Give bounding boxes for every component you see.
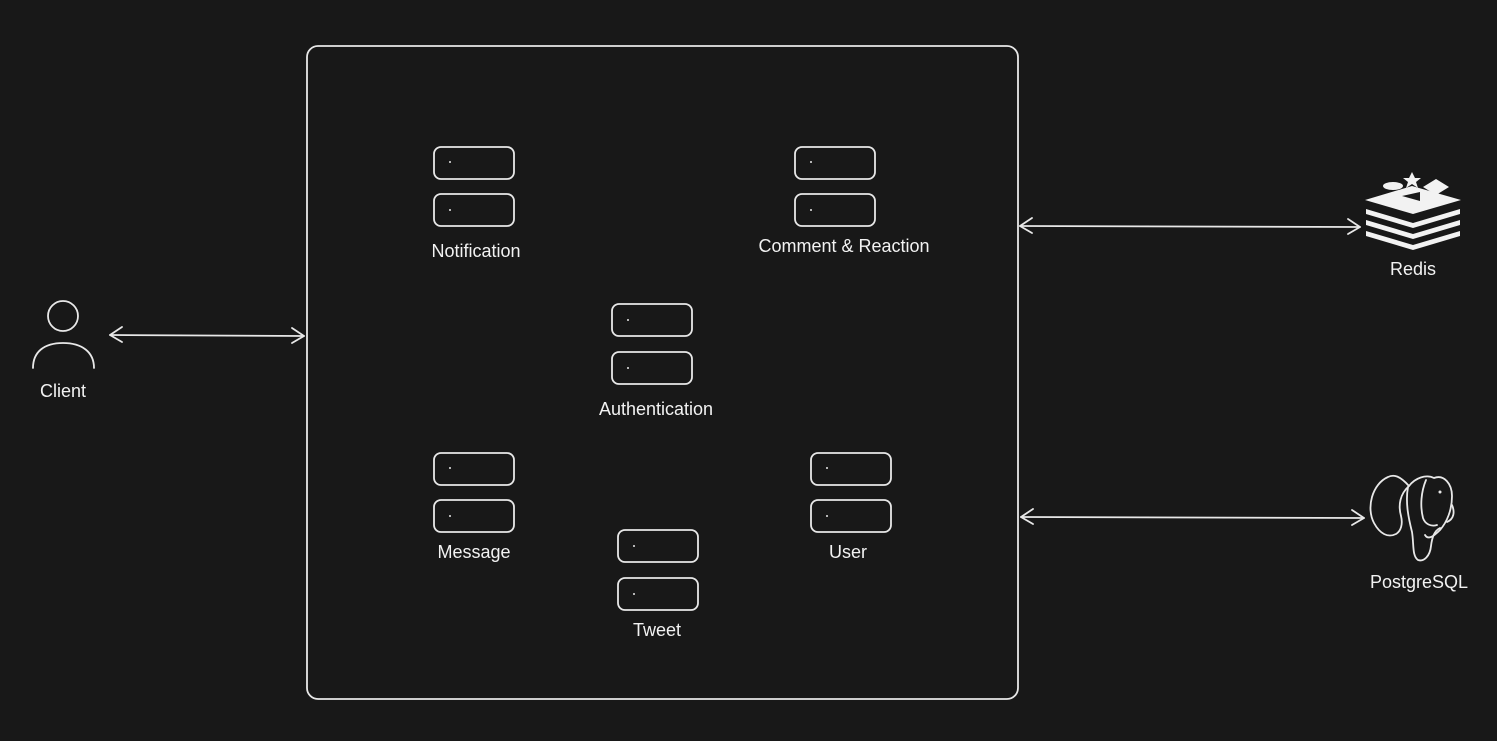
- backend-to-redis-arrow: [1019, 217, 1361, 235]
- client-node: Client: [32, 300, 95, 401]
- service-label-user: User: [829, 542, 867, 562]
- service-label-tweet: Tweet: [633, 620, 681, 640]
- user-icon: [32, 300, 95, 369]
- service-message: Message: [433, 452, 515, 562]
- service-user: User: [810, 452, 892, 562]
- service-label-comment-reaction: Comment & Reaction: [758, 236, 929, 256]
- server-stack-icon: [617, 529, 699, 611]
- service-authentication: Authentication: [599, 303, 713, 419]
- service-label-authentication: Authentication: [599, 399, 713, 419]
- service-label-message: Message: [437, 542, 510, 562]
- redis-label: Redis: [1390, 259, 1436, 279]
- client-label: Client: [40, 381, 86, 401]
- server-stack-icon: [611, 303, 693, 385]
- service-tweet: Tweet: [617, 529, 699, 640]
- client-to-backend-arrow: [109, 326, 305, 344]
- postgresql-label: PostgreSQL: [1370, 572, 1468, 592]
- postgresql-node: PostgreSQL: [1369, 474, 1468, 592]
- server-stack-icon: [433, 146, 515, 227]
- server-stack-icon: [433, 452, 515, 533]
- backend-container: [306, 45, 1019, 700]
- service-comment-reaction: Comment & Reaction: [758, 146, 930, 256]
- postgresql-elephant-icon: [1369, 474, 1455, 562]
- service-label-notification: Notification: [431, 241, 520, 261]
- server-stack-icon: [794, 146, 876, 227]
- redis-node: Redis: [1365, 172, 1461, 279]
- server-stack-icon: [810, 452, 892, 533]
- service-notification: Notification: [431, 146, 521, 261]
- backend-to-postgresql-arrow: [1020, 508, 1365, 526]
- redis-icon: [1365, 172, 1461, 250]
